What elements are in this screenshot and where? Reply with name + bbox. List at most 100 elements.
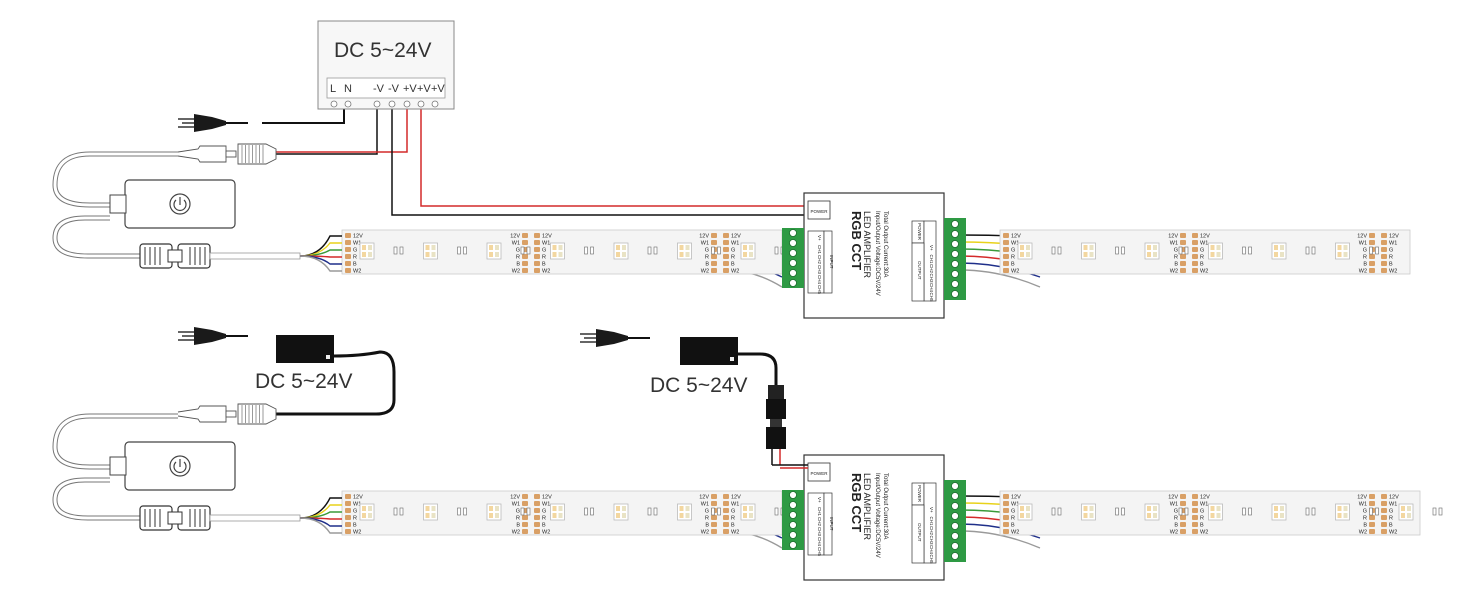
amplifier-power-port bbox=[807, 200, 831, 220]
clip-connector-joint bbox=[167, 249, 183, 263]
led-die bbox=[679, 506, 684, 511]
pad-label: W2 bbox=[512, 269, 520, 275]
pad-label: R bbox=[1389, 516, 1393, 522]
solder-pad bbox=[1381, 233, 1387, 238]
solder-pad bbox=[711, 515, 717, 520]
pad-label: G bbox=[1363, 509, 1367, 515]
led-die bbox=[1020, 513, 1024, 518]
solder-pad bbox=[723, 261, 729, 266]
terminal-screw bbox=[403, 100, 411, 108]
led-die bbox=[425, 245, 430, 250]
solder-pad bbox=[723, 508, 729, 513]
solder-pad bbox=[1192, 494, 1198, 499]
pad-label: B bbox=[1363, 523, 1367, 529]
solder-pad bbox=[723, 515, 729, 520]
resistor bbox=[1369, 507, 1373, 516]
dc-connector-vertical bbox=[766, 385, 808, 469]
pad-label: 12V bbox=[731, 234, 741, 240]
solder-pad bbox=[1003, 233, 1009, 238]
solder-pad bbox=[345, 268, 351, 273]
pad-label: G bbox=[1200, 248, 1204, 254]
led-die bbox=[431, 506, 436, 511]
pad-label: B bbox=[705, 262, 709, 268]
power-supply-terminal-label: N bbox=[344, 83, 352, 95]
solder-pad bbox=[522, 522, 528, 527]
resistor bbox=[1369, 246, 1373, 255]
solder-pad bbox=[711, 494, 717, 499]
pad-label: W2 bbox=[1200, 269, 1208, 275]
led-die bbox=[685, 513, 690, 518]
solder-pad bbox=[522, 233, 528, 238]
led-die bbox=[1210, 506, 1215, 511]
pad-label: 12V bbox=[731, 495, 741, 501]
pad-label: B bbox=[1011, 262, 1015, 268]
solder-pad bbox=[1192, 254, 1198, 259]
solder-pad bbox=[1369, 494, 1375, 499]
pad-label: W2 bbox=[1359, 269, 1367, 275]
led-die bbox=[1343, 245, 1348, 250]
amplifier-output-channel: CH2 bbox=[929, 526, 934, 535]
pad-label: B bbox=[542, 523, 546, 529]
solder-pad bbox=[522, 268, 528, 273]
amplifier-subtitle: LED AMPLIFIER bbox=[862, 211, 872, 279]
pad-label: W2 bbox=[1389, 530, 1397, 536]
solder-pad bbox=[1003, 515, 1009, 520]
led-die bbox=[1274, 513, 1278, 518]
led-die bbox=[616, 513, 620, 518]
amplifier-input-label-box bbox=[823, 492, 833, 556]
led-die bbox=[622, 252, 626, 257]
led-die bbox=[362, 506, 366, 511]
amplifier-output-channel: CH1 bbox=[929, 255, 934, 264]
led-die bbox=[1216, 513, 1221, 518]
terminal-screw bbox=[951, 542, 959, 550]
solder-pad bbox=[345, 247, 351, 252]
led-die bbox=[368, 513, 372, 518]
led-die bbox=[1216, 252, 1221, 257]
resistor bbox=[1184, 507, 1189, 516]
solder-pad bbox=[1192, 268, 1198, 273]
pad-label: G bbox=[516, 248, 520, 254]
resistor bbox=[1115, 507, 1119, 516]
dc-connector-bottom bbox=[177, 403, 277, 425]
solder-pad bbox=[1003, 529, 1009, 534]
solder-pad bbox=[1192, 522, 1198, 527]
terminal-screw bbox=[951, 220, 959, 228]
pad-label: R bbox=[731, 255, 735, 261]
led-strip-bottom-output: 12VW1GRBW212VW1GRBW212VW1GRBW212VW1GRBW2… bbox=[999, 490, 1443, 536]
amplifier-input-label: INPUT bbox=[829, 517, 834, 531]
adapter-cord-bottom-left bbox=[276, 350, 396, 416]
solder-pad bbox=[1180, 254, 1186, 259]
led-die bbox=[552, 513, 557, 518]
pad-label: R bbox=[542, 255, 546, 261]
dc-plug-tip bbox=[770, 419, 782, 427]
terminal-screw bbox=[951, 280, 959, 288]
strip-fanout-wire bbox=[299, 255, 342, 272]
resistor bbox=[1121, 507, 1125, 516]
led-die bbox=[1089, 245, 1094, 250]
led-die bbox=[685, 245, 690, 250]
solder-pad bbox=[1381, 508, 1387, 513]
resistor bbox=[463, 246, 467, 255]
led-die bbox=[1083, 513, 1088, 518]
led-die bbox=[368, 245, 372, 250]
pad-label: G bbox=[1363, 248, 1367, 254]
pad-label: G bbox=[731, 248, 735, 254]
solder-pad bbox=[534, 515, 540, 520]
led-die bbox=[552, 245, 557, 250]
resistor bbox=[590, 507, 594, 516]
amplifier-input-channel: CH2 bbox=[817, 255, 822, 264]
pad-label: 12V bbox=[1200, 234, 1210, 240]
resistor bbox=[774, 246, 779, 255]
power-supply-terminal-label: L bbox=[330, 83, 336, 95]
pad-label: R bbox=[1011, 255, 1015, 261]
amplifier-input-channel: CH1 bbox=[817, 507, 822, 516]
solder-pad bbox=[1369, 529, 1375, 534]
terminal-screw bbox=[951, 290, 959, 298]
power-adapter-body bbox=[680, 337, 738, 365]
led-die bbox=[1153, 506, 1157, 511]
amplifier-output-channel: CH5 bbox=[929, 555, 934, 564]
resistor bbox=[1051, 246, 1056, 255]
terminal-screw bbox=[951, 482, 959, 490]
